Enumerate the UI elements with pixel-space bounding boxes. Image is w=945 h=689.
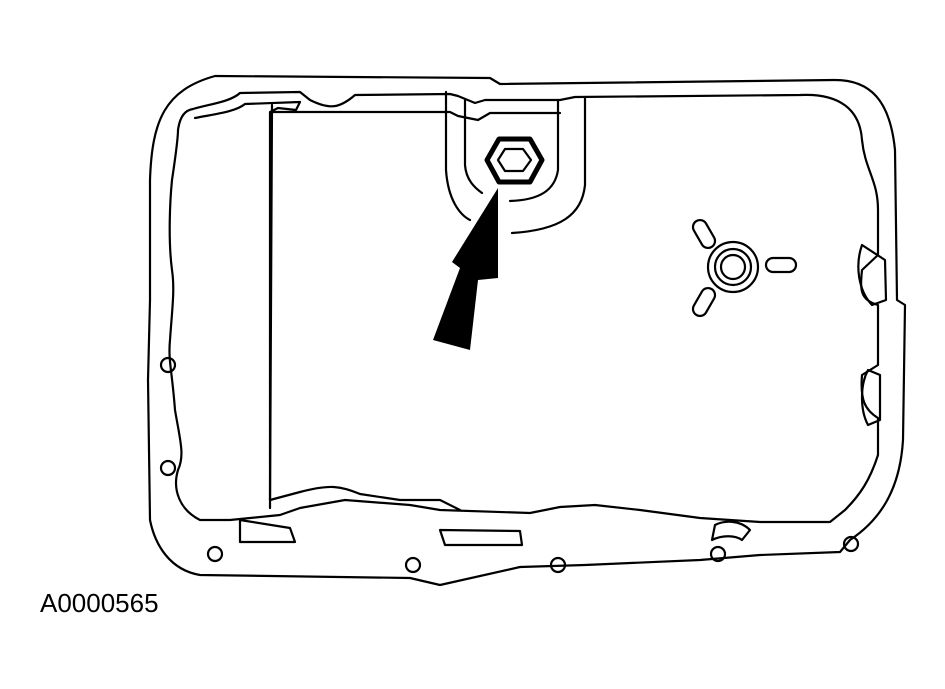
pan-right-notch-lower (860, 368, 882, 427)
pan-bottom-tab-1 (238, 518, 297, 544)
sump-inner-left (463, 98, 484, 195)
pan-inner-wall (193, 100, 562, 502)
bolt-holes (159, 356, 860, 574)
filter-fitting-icon (691, 218, 798, 318)
drain-plug-arrow-icon[interactable] (433, 188, 498, 350)
pan-flange-inner (168, 90, 880, 524)
pan-bottom-tab-2 (438, 528, 524, 547)
pan-bottom-tab-3 (710, 520, 752, 542)
sump-outer (444, 90, 472, 222)
bolt-hole-icon (549, 556, 567, 574)
sump-inner-right (508, 98, 560, 203)
bolt-hole-icon (159, 459, 177, 477)
bolt-hole-icon (842, 535, 860, 553)
pan-right-notch-upper (857, 243, 888, 307)
bolt-hole-icon (159, 356, 177, 374)
drain-plug-icon (484, 136, 545, 185)
bolt-hole-icon (206, 545, 224, 563)
sump-outer-right (510, 95, 587, 235)
bolt-hole-icon (404, 556, 422, 574)
pan-outer-flange (146, 74, 907, 587)
figure-caption: A0000565 (40, 588, 159, 618)
pan-inner-floor-edge (268, 485, 462, 512)
bolt-hole-icon (709, 545, 727, 563)
pan-left-wall-line (268, 103, 274, 510)
